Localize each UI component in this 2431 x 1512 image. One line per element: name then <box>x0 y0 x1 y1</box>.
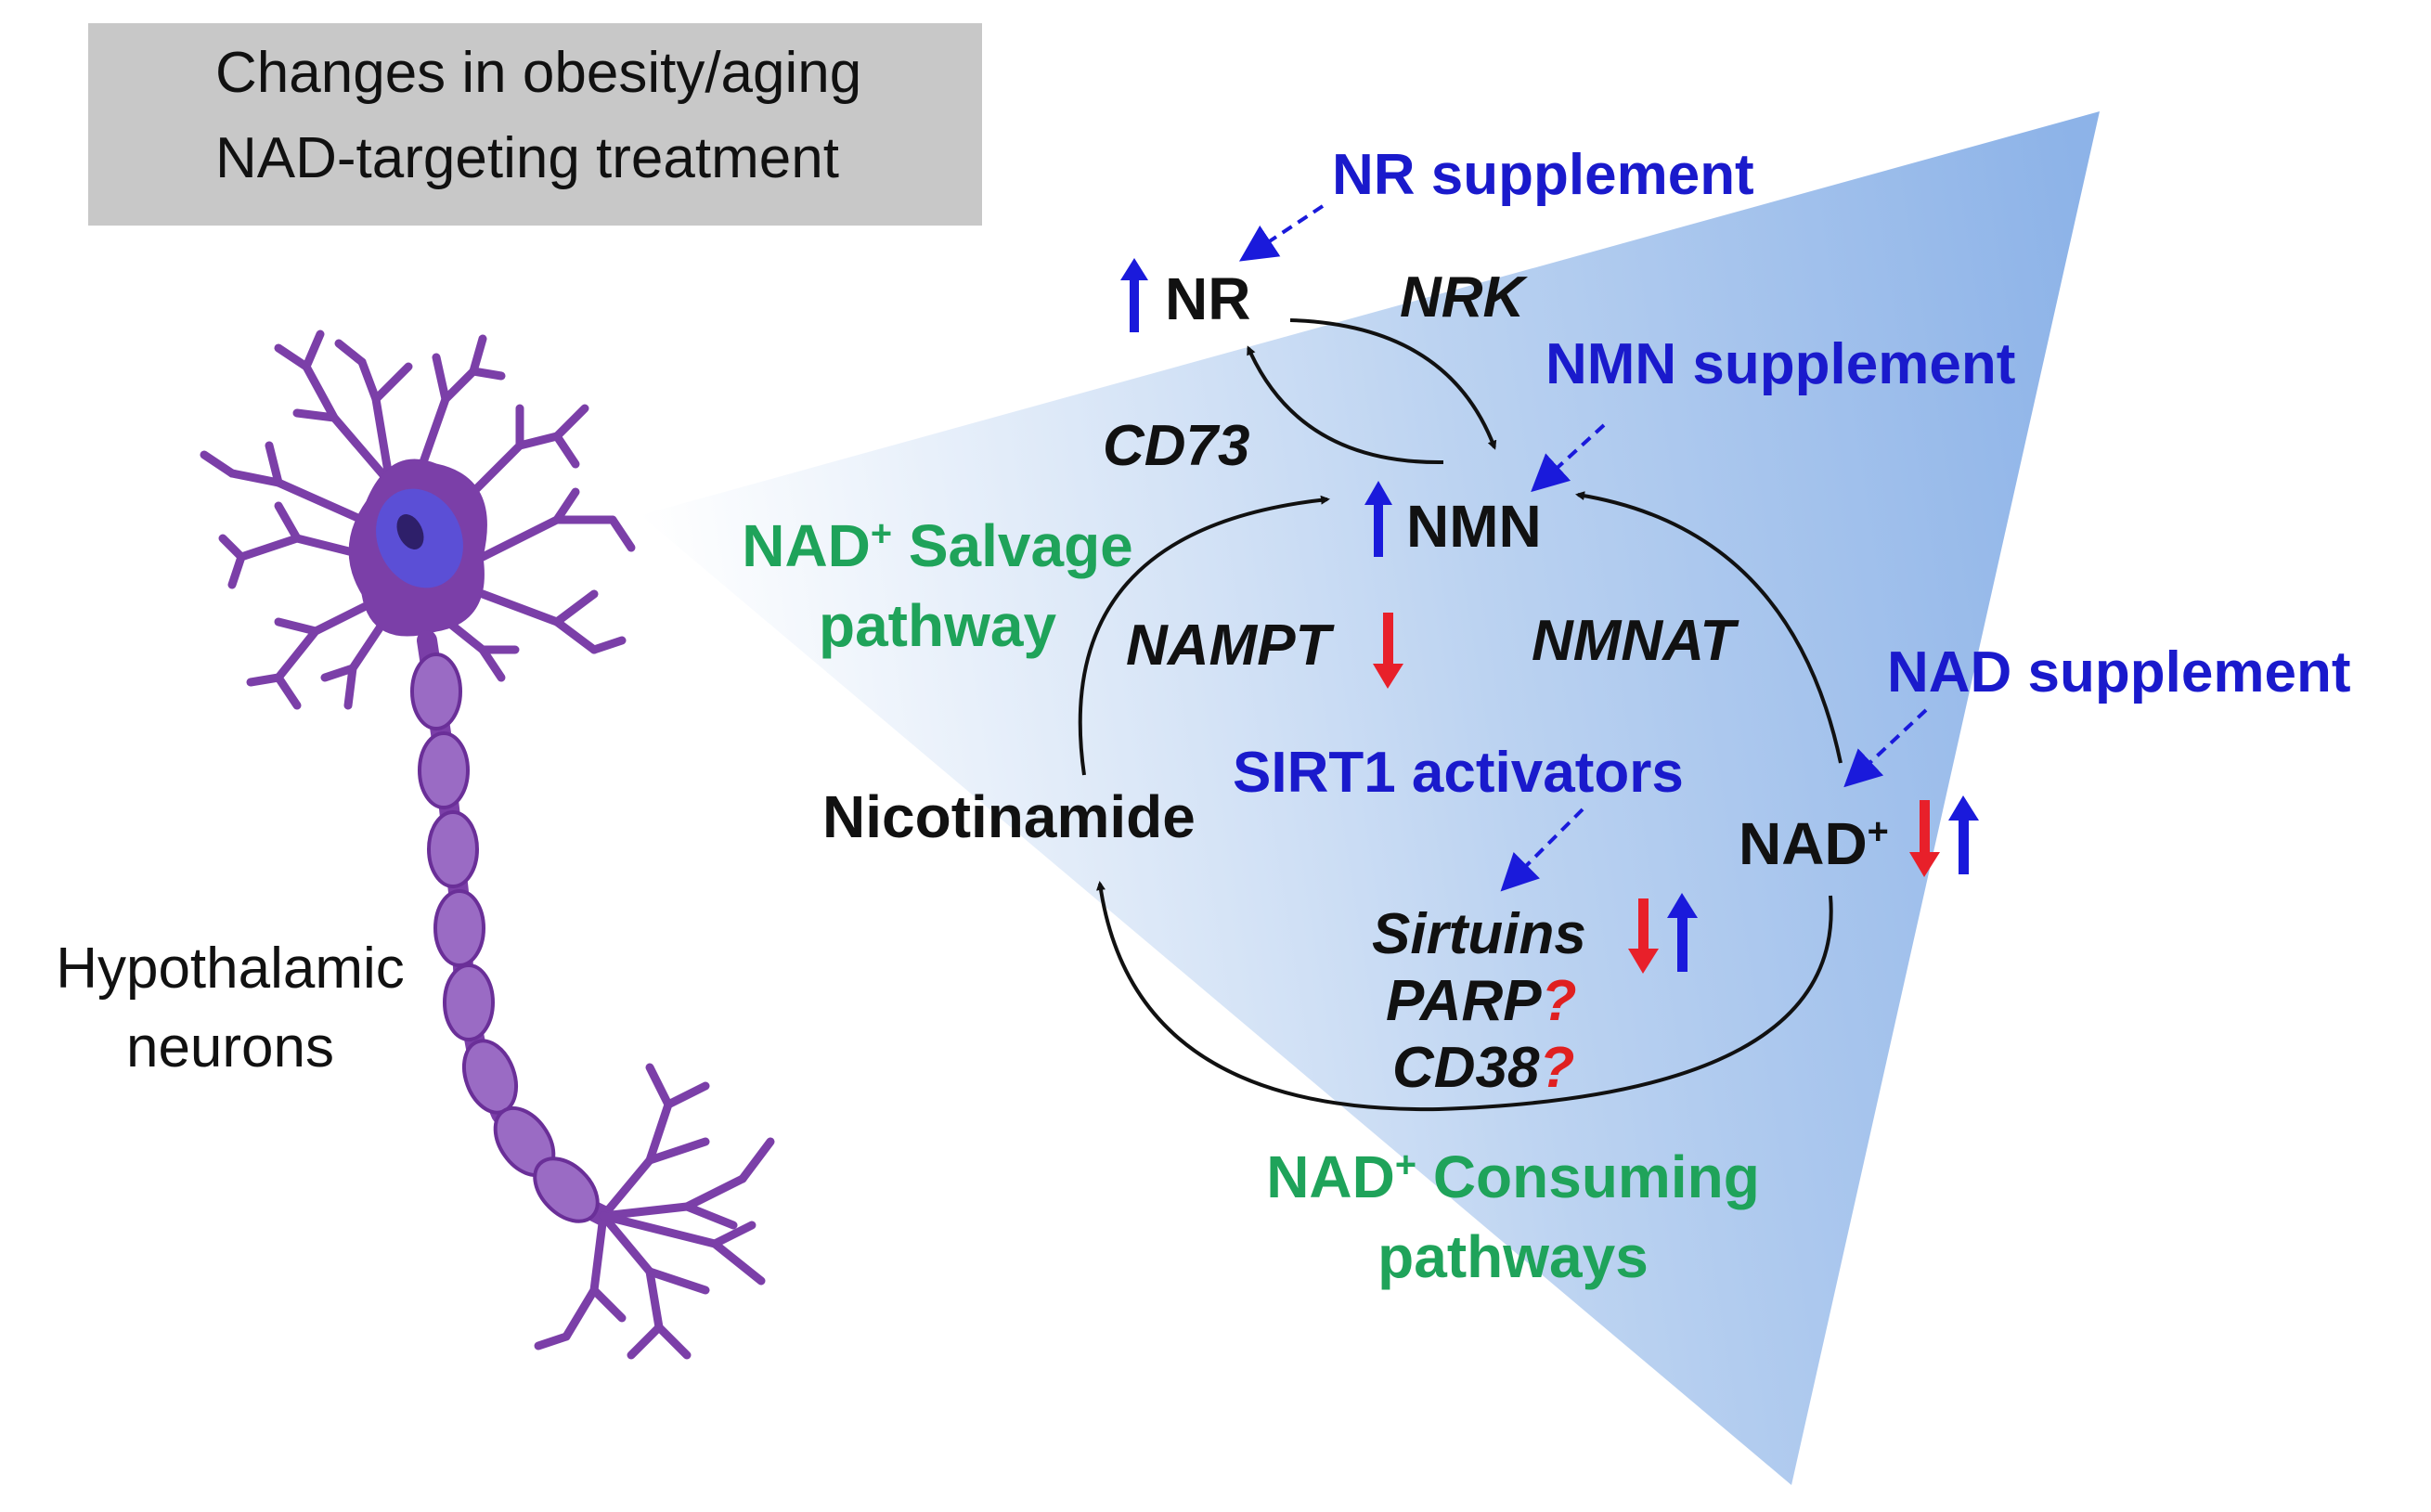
legend-label-treatment: NAD-targeting treatment <box>215 126 839 190</box>
nmnat-arrow <box>1575 491 1843 764</box>
metabolite-nmn: NMN <box>1406 493 1542 560</box>
treatment-nmn-supplement: NMN supplement <box>1545 332 2016 396</box>
pathway-salvage-line2: pathway <box>818 592 1057 659</box>
sirtuins-decrease-arrow-icon <box>1628 898 1659 974</box>
treatment-arrows <box>1238 204 1928 892</box>
metabolite-nr: NR <box>1165 265 1251 332</box>
neuron-label-line1: Hypothalamic <box>56 937 405 1001</box>
enzyme-parp: PARP? <box>1386 969 1577 1033</box>
nmn-increase-arrow-icon <box>1364 481 1392 557</box>
nrk-arrow <box>1289 318 1497 450</box>
treatment-nad-supplement: NAD supplement <box>1887 640 2351 704</box>
nad-supplement-arrow <box>1843 708 1928 788</box>
nmn-supplement-arrow <box>1531 423 1606 493</box>
cd73-arrow <box>1247 345 1444 465</box>
enzyme-nampt: NAMPT <box>1126 614 1331 678</box>
enzyme-nrk: NRK <box>1400 265 1525 330</box>
nad-increase-arrow-icon <box>1948 795 1979 874</box>
enzyme-nmnat: NMNAT <box>1532 609 1736 673</box>
pathway-consuming-line2: pathways <box>1377 1223 1649 1290</box>
cd38-question-mark: ? <box>1539 1036 1575 1100</box>
neuron-label-line2: neurons <box>125 1015 335 1079</box>
metabolite-nad: NAD+ <box>1739 810 1889 877</box>
legend-label-obesity: Changes in obesity/aging <box>215 41 862 105</box>
legend <box>88 23 982 226</box>
status-arrows <box>1120 258 1979 974</box>
pathway-consuming-title: NAD+ Consuming <box>1266 1144 1760 1210</box>
treatment-nr-supplement: NR supplement <box>1332 143 1754 207</box>
sirtuins-increase-arrow-icon <box>1667 893 1698 972</box>
nampt-arrow <box>1078 495 1330 776</box>
consuming-arrow <box>1096 881 1833 1112</box>
neuron-icon <box>200 330 775 1360</box>
metabolite-nicotinamide: Nicotinamide <box>822 783 1196 850</box>
enzyme-sirtuins: Sirtuins <box>1372 902 1586 966</box>
parp-question-mark: ? <box>1541 969 1577 1033</box>
nr-supplement-arrow <box>1238 204 1325 262</box>
zoom-triangle <box>640 111 2100 1485</box>
treatment-sirt1-activators: SIRT1 activators <box>1233 741 1684 805</box>
pathway-salvage-title: NAD+ Salvage <box>742 512 1133 579</box>
nampt-decrease-arrow-icon <box>1373 613 1403 689</box>
enzyme-cd38: CD38? <box>1392 1036 1575 1100</box>
enzyme-cd73: CD73 <box>1103 414 1250 478</box>
nr-increase-arrow-icon <box>1120 258 1148 332</box>
pathway-arrows <box>1078 318 1843 1112</box>
nad-decrease-arrow-icon <box>1909 800 1940 877</box>
